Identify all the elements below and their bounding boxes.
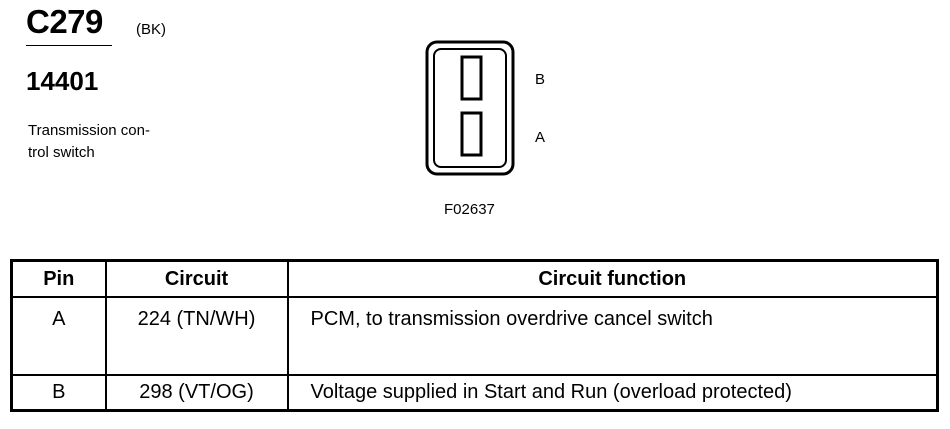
component-description-line: Transmission con- xyxy=(28,122,150,139)
table-row: A 224 (TN/WH) PCM, to transmission overd… xyxy=(10,296,939,376)
part-number: 14401 xyxy=(26,66,99,96)
component-description-line: trol switch xyxy=(28,144,95,161)
column-header-function: Circuit function xyxy=(286,259,939,298)
pin-cell: A xyxy=(10,296,107,376)
circuit-cell: 298 (VT/OG) xyxy=(104,374,289,412)
pin-cell: B xyxy=(10,374,107,412)
pin-b-terminal xyxy=(460,55,483,101)
column-header-pin: Pin xyxy=(10,259,107,298)
figure-id: F02637 xyxy=(444,201,495,218)
table-header-row: Pin Circuit Circuit function xyxy=(10,259,939,298)
connector-color: (BK) xyxy=(136,21,166,38)
pin-a-terminal xyxy=(460,111,483,157)
connector-id-underline xyxy=(26,45,112,46)
connector-outer-shell xyxy=(425,40,515,176)
connector-face-diagram xyxy=(425,40,515,176)
circuit-cell: 224 (TN/WH) xyxy=(104,296,289,376)
table-row: B 298 (VT/OG) Voltage supplied in Start … xyxy=(10,374,939,412)
component-description: Transmission con- trol switch xyxy=(28,120,188,164)
pin-table: Pin Circuit Circuit function A 224 (TN/W… xyxy=(10,259,939,412)
function-cell: Voltage supplied in Start and Run (overl… xyxy=(286,374,939,412)
pin-label-b: B xyxy=(535,71,546,88)
pin-label-a: A xyxy=(535,129,546,146)
connector-inner-shell xyxy=(433,48,507,168)
column-header-circuit: Circuit xyxy=(104,259,289,298)
connector-id: C279 xyxy=(26,3,103,40)
function-cell: PCM, to transmission overdrive cancel sw… xyxy=(286,296,939,376)
